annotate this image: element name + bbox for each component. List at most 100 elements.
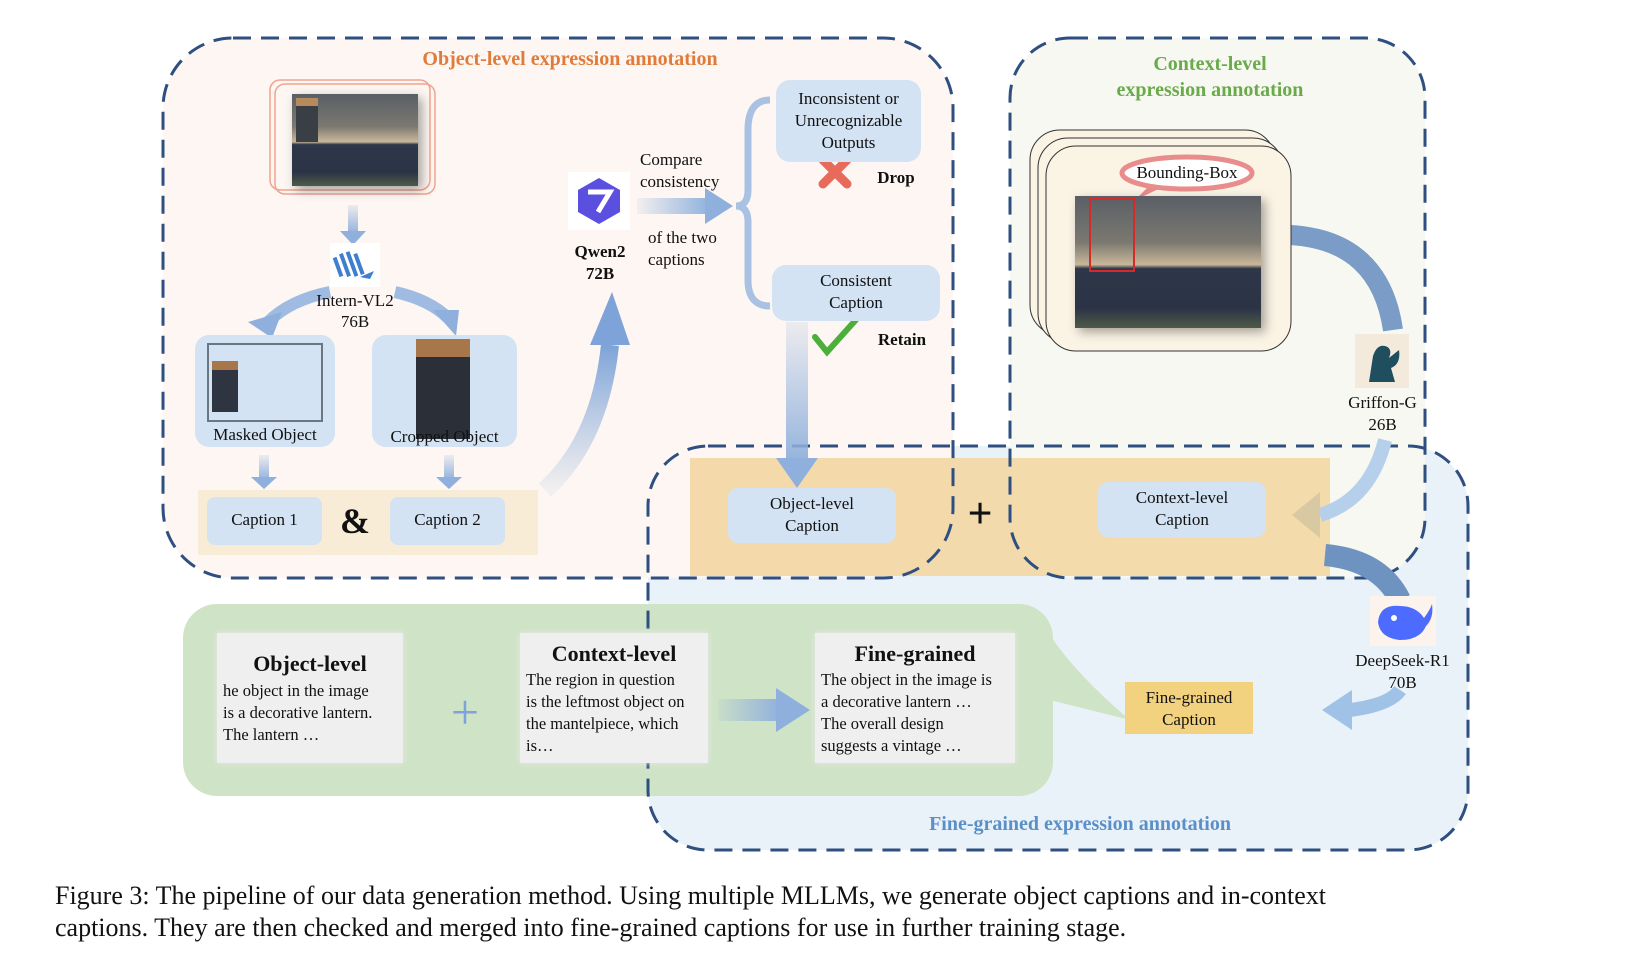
qwen-model-name: Qwen2 — [574, 242, 626, 261]
compare-text-line4: captions — [648, 250, 705, 269]
example-context-card: Context-level The region in question is … — [520, 633, 708, 763]
cropped-lantern — [416, 339, 470, 439]
qwen-model-size: 72B — [585, 264, 615, 283]
arrowhead — [590, 292, 630, 345]
bounding-box-highlight — [1089, 198, 1135, 272]
deepseek-logo-icon — [1370, 596, 1436, 646]
arrowhead — [248, 312, 282, 338]
intern-model-size: 76B — [340, 312, 370, 331]
arrow-griffon-to-context-caption — [1317, 438, 1392, 522]
context-level-title-line1: Context-level — [1153, 53, 1267, 75]
arrow-image-to-griffon — [1289, 225, 1403, 332]
example-context-line: the mantelpiece, which — [526, 714, 679, 733]
arrow-compare — [637, 198, 707, 214]
speech-tail — [1040, 620, 1130, 720]
inconsistent-line1: Inconsistent or — [798, 89, 899, 108]
image-stack-frame — [274, 83, 436, 195]
object-level-title: Object-level expression annotation — [422, 48, 718, 70]
example-fine-line: suggests a vintage … — [821, 736, 962, 755]
object-level-border — [161, 36, 955, 580]
arrowhead — [340, 231, 366, 245]
inconsistent-box: Inconsistent or Unrecognizable Outputs — [776, 80, 921, 162]
compare-text-line1: Compare — [640, 150, 703, 169]
fine-grained-caption-box: Fine-grained Caption — [1125, 682, 1253, 734]
caption2-box: Caption 2 — [390, 497, 505, 545]
griffon-model-size: 26B — [1368, 415, 1397, 434]
ampersand: & — [340, 501, 370, 541]
retain-check-icon — [812, 310, 865, 357]
consistent-line1: Consistent — [820, 271, 892, 290]
bbox-bubble — [1119, 154, 1255, 192]
masked-lantern — [212, 361, 238, 412]
consistent-line2: Caption — [829, 293, 883, 312]
example-context-line: is… — [526, 736, 554, 755]
arrowhead — [1292, 492, 1320, 538]
fine-grained-caption-line2: Caption — [1162, 710, 1216, 729]
example-object-line: The lantern … — [223, 725, 320, 744]
arrowhead — [776, 458, 818, 488]
arrow-cropped-to-caption2 — [444, 455, 454, 479]
example-object-title: Object-level — [253, 651, 367, 676]
figure-caption-line2: captions. They are then checked and merg… — [55, 913, 1127, 942]
masked-object-card: Masked Object — [195, 335, 335, 447]
example-fine-line: The object in the image is — [821, 670, 992, 689]
example-fine-line: The overall design — [821, 714, 944, 733]
arrow-captions-to-qwen — [538, 344, 619, 497]
example-plus: + — [450, 684, 480, 740]
inconsistent-line2: Unrecognizable — [794, 111, 903, 130]
caption1-label: Caption 1 — [231, 510, 298, 529]
bbox-label: Bounding-Box — [1136, 163, 1238, 182]
example-context-line: is the leftmost object on — [526, 692, 685, 711]
arrow-merge-to-deepseek — [1323, 544, 1410, 606]
cropped-object-label: Cropped Object — [390, 427, 499, 446]
compare-text-line2: consistency — [640, 172, 720, 191]
source-image — [292, 94, 418, 186]
object-level-caption-line2: Caption — [785, 516, 839, 535]
merge-plus: + — [967, 489, 993, 538]
griffon-logo-icon — [1355, 334, 1409, 388]
object-level-caption-line1: Object-level — [769, 494, 854, 513]
masked-object-label: Masked Object — [213, 425, 317, 444]
figure-caption-line1: Figure 3: The pipeline of our data gener… — [55, 881, 1327, 910]
example-object-line: is a decorative lantern. — [223, 703, 373, 722]
griffon-model-name: Griffon-G — [1348, 393, 1417, 412]
example-fine-title: Fine-grained — [854, 641, 976, 666]
retain-label: Retain — [877, 330, 927, 349]
intern-model-name: Intern-VL2 — [316, 291, 394, 310]
example-context-line: The region in question — [526, 670, 675, 689]
image-stack-frame — [269, 79, 431, 191]
deepseek-model-size: 70B — [1388, 673, 1417, 692]
deepseek-model-name: DeepSeek-R1 — [1355, 651, 1450, 670]
masked-object-frame — [207, 343, 323, 422]
qwen-logo-icon — [568, 172, 630, 230]
arrowhead — [1322, 690, 1352, 730]
example-fine-line: a decorative lantern … — [821, 692, 972, 711]
context-level-title-line2: expression annotation — [1116, 79, 1304, 101]
inconsistent-line3: Outputs — [821, 133, 876, 152]
curly-brace — [735, 96, 771, 310]
arrow-deepseek-to-fine-caption — [1349, 685, 1406, 717]
drop-x-icon — [818, 155, 852, 189]
caption1-box: Caption 1 — [207, 497, 322, 545]
arrow-image-to-intern — [348, 205, 358, 233]
arrowhead — [436, 477, 462, 489]
intern-vl-logo-icon — [330, 243, 380, 287]
fine-grained-title: Fine-grained expression annotation — [929, 813, 1231, 835]
arrow-retain-to-object-caption — [786, 322, 808, 462]
context-level-caption-line2: Caption — [1155, 510, 1209, 529]
arrowhead — [705, 188, 733, 224]
compare-text-line3: of the two — [648, 228, 717, 247]
example-context-title: Context-level — [551, 641, 677, 666]
arrowhead — [433, 310, 459, 336]
arrow-masked-to-caption1 — [259, 455, 269, 479]
example-fine-card: Fine-grained The object in the image is … — [815, 633, 1015, 763]
arrow-examples-to-fine — [718, 699, 778, 721]
consistent-box: Consistent Caption — [772, 265, 940, 321]
fine-grained-caption-line1: Fine-grained — [1145, 688, 1233, 707]
arrowhead — [251, 477, 277, 489]
cropped-object-card: Cropped Object — [372, 335, 517, 447]
example-object-card: Object-level he object in the image is a… — [217, 633, 403, 763]
object-level-caption-box: Object-level Caption — [728, 488, 896, 543]
context-level-border — [1008, 36, 1427, 580]
caption2-label: Caption 2 — [414, 510, 481, 529]
